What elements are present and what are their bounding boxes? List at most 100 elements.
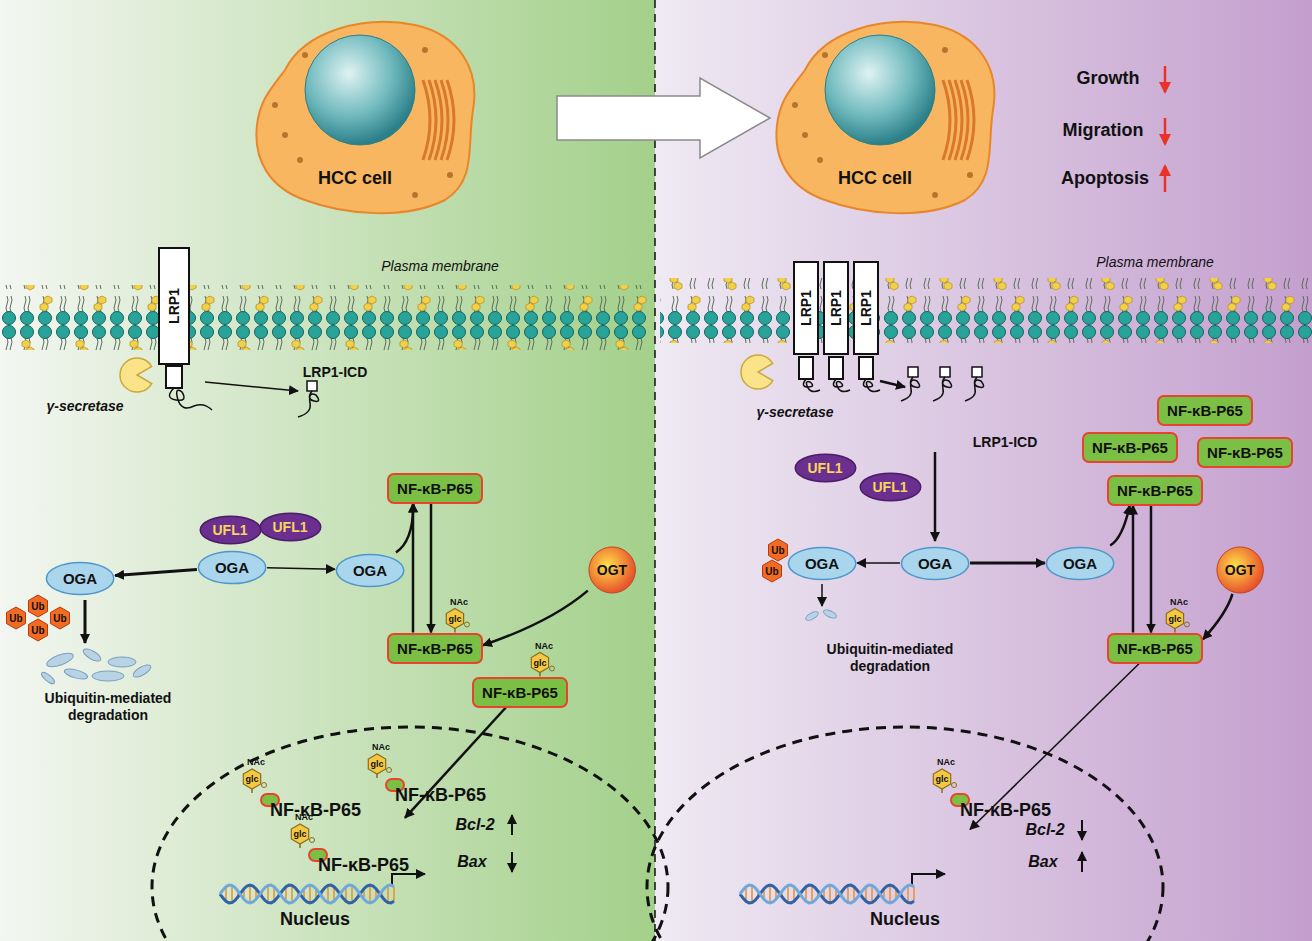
- node-text: LRP1: [828, 290, 844, 326]
- ubiquitin-label: Ub: [9, 613, 22, 624]
- cell-illustration-outline: [302, 52, 308, 58]
- cell-illustration: HCC cell: [765, 10, 1005, 220]
- degraded-fragment: [804, 610, 819, 622]
- degraded-fragment: [822, 608, 837, 619]
- o-glcnac-sugar: [243, 769, 260, 789]
- ligase-ellipse: UFL1: [859, 472, 922, 502]
- cell-illustration-outline: [967, 172, 973, 178]
- enzyme-circle: OGT: [588, 546, 636, 594]
- node-text: Nucleus: [870, 909, 940, 930]
- node-text: OGA: [918, 555, 952, 572]
- transition-arrow: [557, 78, 770, 158]
- change-arrow: [1164, 66, 1167, 92]
- text-label: Apoptosis: [1061, 168, 1149, 189]
- dna-helix: [327, 885, 329, 902]
- ubiquitin-label: Ub: [771, 545, 784, 556]
- flow-arrow: [511, 852, 513, 872]
- cell-illustration-outline: [943, 80, 950, 160]
- connector-arrow: [857, 562, 900, 564]
- plasma-membrane: [0, 285, 650, 350]
- node-text: NF-κB-P65: [1207, 444, 1283, 461]
- nucleus-region: Nucleus NF-κB-P65: [645, 722, 1165, 941]
- enzyme-ellipse-outline: [1046, 547, 1113, 579]
- text-label: Bax: [1028, 853, 1057, 871]
- transition-arrow: [557, 78, 770, 158]
- dna-helix: [267, 885, 269, 902]
- node-text: NF-κB-P65: [1117, 640, 1193, 657]
- text-label: Plasma membrane: [1096, 254, 1214, 270]
- node-text: LRP1: [858, 290, 874, 326]
- flow-arrow: [1081, 820, 1083, 840]
- o-glcnac-sugar: [952, 783, 957, 788]
- dna-helix: [220, 885, 394, 903]
- dna-helix: [769, 885, 771, 903]
- protein-box: NF-κB-P65: [1107, 633, 1203, 664]
- text-label: Bax: [457, 853, 486, 871]
- lrp1-icd-fragment: [940, 367, 950, 377]
- cell-illustration-outline: [949, 80, 956, 160]
- cell-illustration-outline: [435, 80, 442, 160]
- dna-helix: [291, 885, 293, 902]
- degraded-fragment: [92, 671, 124, 681]
- ubiquitin-tag: [29, 595, 48, 617]
- enzyme-ellipse: OGA: [45, 561, 115, 596]
- sugar-label: NAc: [295, 812, 313, 822]
- degraded-fragment: [81, 647, 102, 664]
- plasma-membrane: [0, 285, 650, 350]
- text-label: Plasma membrane: [381, 258, 499, 274]
- receptor-box: LRP1: [793, 261, 819, 355]
- flow-arrow: [821, 584, 823, 606]
- flow-arrow: [1081, 852, 1083, 872]
- o-glcnac-sugar: [1166, 609, 1183, 629]
- cell-illustration-outline: [297, 157, 303, 163]
- node-text: OGA: [215, 559, 249, 576]
- cell-illustration-outline: [423, 80, 430, 160]
- flow-arrow: [880, 381, 905, 387]
- panel-background: [654, 0, 656, 941]
- enzyme-ellipse-outline: [46, 562, 113, 594]
- flow-arrow: [934, 452, 937, 541]
- cell-illustration-outline: [447, 80, 454, 160]
- node-text: NF-κB-P65: [397, 640, 473, 657]
- panel-background: [655, 0, 1312, 941]
- o-glcnac-sugar: [1184, 622, 1189, 627]
- cell-illustration-outline: [272, 102, 278, 108]
- node-text: NF-κB-P65: [318, 855, 409, 876]
- receptor-box: LRP1: [823, 261, 849, 355]
- protein-box: NF-κB-P65: [950, 793, 970, 807]
- lrp1-icd-fragment: [298, 367, 984, 417]
- flow-arrow: [511, 815, 513, 835]
- dna-helix: [231, 885, 233, 902]
- lrp1-icd-fragment: [901, 377, 920, 401]
- sugar-label: glc: [448, 614, 461, 624]
- cell-illustration-outline: [412, 192, 418, 198]
- o-glcnac-sugar: [387, 768, 392, 773]
- o-glcnac-sugar: [933, 769, 950, 789]
- flow-arrow: [205, 382, 298, 391]
- o-glcnac-sugar: [310, 838, 315, 843]
- text-label: Bcl-2: [1025, 821, 1064, 839]
- sugar-label: NAc: [535, 641, 553, 651]
- lrp1-intracellular-tail: [859, 357, 873, 379]
- nucleus-region: NucleusNF-κB-P65NF-κB-P65NF-κB-P65: [150, 722, 670, 941]
- node-text: UFL1: [808, 460, 843, 476]
- node-text: NF-κB-P65: [1117, 482, 1193, 499]
- o-glcnac-sugar: [262, 783, 267, 788]
- dna-helix: [829, 885, 831, 903]
- protein-box: NF-κB-P65: [1157, 395, 1253, 426]
- sugar-label: NAc: [937, 757, 955, 767]
- dna-helix: [889, 885, 891, 903]
- connector-arrow: [412, 504, 415, 633]
- ligase-ellipse-outline: [795, 454, 855, 482]
- node-text: UFL1: [873, 479, 908, 495]
- ligase-ellipse: UFL1: [199, 515, 262, 545]
- node-text: HCC cell: [318, 168, 392, 189]
- flow-arrow: [84, 600, 87, 643]
- text-label: Ubiquitin-mediated degradation: [23, 690, 193, 724]
- node-text: OGA: [63, 570, 97, 587]
- o-glcnac-sugar: [446, 609, 463, 629]
- degraded-fragment: [40, 671, 56, 686]
- ubiquitin-label: Ub: [53, 613, 66, 624]
- ligase-ellipse-outline: [260, 513, 320, 541]
